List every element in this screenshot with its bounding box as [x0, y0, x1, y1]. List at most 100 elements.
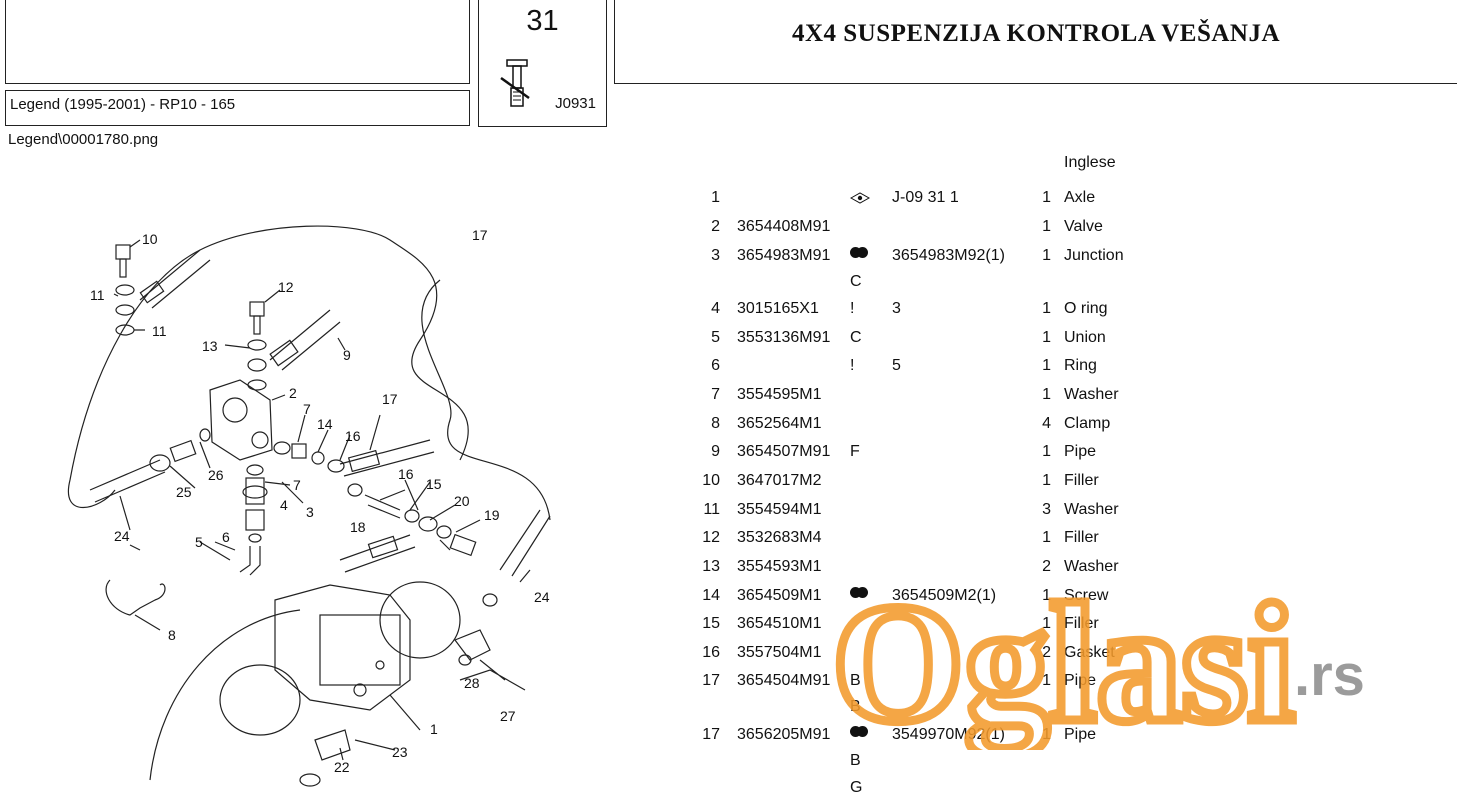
- part-subcode: B: [850, 698, 861, 715]
- part-code: 3656205M91: [737, 726, 831, 743]
- part-quantity: 1: [1042, 529, 1051, 546]
- callout-number: 3: [306, 504, 314, 520]
- part-description: Valve: [1064, 218, 1103, 235]
- part-index: 14: [702, 587, 720, 604]
- callout-number: 22: [334, 759, 350, 775]
- part-quantity: 1: [1042, 443, 1051, 460]
- part-quantity: 1: [1042, 357, 1051, 374]
- part-reference: 3654983M92(1): [892, 247, 1005, 264]
- part-description: Clamp: [1064, 415, 1111, 432]
- part-symbol: !: [850, 300, 855, 317]
- part-quantity: 3: [1042, 501, 1051, 518]
- part-index: 10: [702, 472, 720, 489]
- part-quantity: 1: [1042, 615, 1051, 632]
- part-reference: J-09 31 1: [892, 189, 959, 206]
- callout-number: 17: [382, 391, 398, 407]
- part-description: Washer: [1064, 501, 1119, 518]
- part-index: 4: [711, 300, 720, 317]
- page-title: 4X4 SUSPENZIJA KONTROLA VEŠANJA: [791, 20, 1281, 47]
- callout-number: 1: [430, 721, 438, 737]
- part-index: 9: [711, 443, 720, 460]
- part-index: 17: [702, 672, 720, 689]
- part-code: 3647017M2: [737, 472, 822, 489]
- callout-number: 24: [114, 528, 130, 544]
- part-symbol: !: [850, 357, 855, 374]
- callout-number: 14: [317, 416, 333, 432]
- callout-number: 23: [392, 744, 408, 760]
- part-quantity: 1: [1042, 587, 1051, 604]
- callout-number: 11: [152, 323, 167, 339]
- part-index: 17: [702, 726, 720, 743]
- part-index: 13: [702, 558, 720, 575]
- watermark-suffix: .rs: [1294, 643, 1365, 708]
- part-description: Pipe: [1064, 726, 1097, 743]
- language-label: Inglese: [1064, 154, 1116, 171]
- model-text: Legend (1995-2001) - RP10 - 165: [10, 96, 236, 113]
- part-index: 11: [703, 501, 720, 518]
- model-label: Legend (1995-2001) - RP10 - 165: [5, 90, 470, 126]
- page-number: 31: [526, 5, 559, 37]
- callout-number: 6: [222, 529, 230, 545]
- part-description: Pipe: [1064, 672, 1097, 689]
- part-code: 3654983M91: [737, 247, 831, 264]
- callout-number: 13: [202, 338, 218, 354]
- part-index: 15: [702, 615, 720, 632]
- part-code: 3654507M91: [737, 443, 831, 460]
- part-code: 3554595M1: [737, 386, 822, 403]
- title-box: 4X4 SUSPENZIJA KONTROLA VEŠANJA: [614, 0, 1457, 84]
- page-number-box: 31 J0931: [478, 0, 607, 127]
- callout-number: 16: [398, 466, 414, 482]
- part-code: 3532683M4: [737, 529, 822, 546]
- part-reference: 3654509M2(1): [892, 587, 997, 604]
- callout-number: 27: [500, 708, 516, 724]
- part-quantity: 1: [1042, 189, 1051, 206]
- callout-number: 9: [343, 347, 351, 363]
- oglasi-watermark: Oglasi .rs: [832, 585, 1365, 750]
- part-quantity: 2: [1042, 644, 1051, 661]
- callout-number: 16: [345, 428, 361, 444]
- file-name: Legend\00001780.png: [8, 131, 159, 148]
- part-symbol: F: [850, 443, 860, 460]
- callout-number: 20: [454, 493, 470, 509]
- part-subcode: G: [850, 779, 863, 796]
- part-quantity: 1: [1042, 300, 1051, 317]
- part-code: 3654504M91: [737, 672, 831, 689]
- part-index: 3: [711, 247, 720, 264]
- part-reference: 5: [892, 357, 901, 374]
- part-description: Washer: [1064, 558, 1119, 575]
- part-index: 5: [711, 329, 720, 346]
- part-quantity: 1: [1042, 726, 1051, 743]
- callout-number: 8: [168, 627, 176, 643]
- part-code: 3554593M1: [737, 558, 822, 575]
- part-index: 1: [711, 189, 720, 206]
- part-description: Junction: [1064, 247, 1124, 264]
- part-description: Union: [1064, 329, 1106, 346]
- header-blank-box: [5, 0, 470, 84]
- part-index: 16: [702, 644, 720, 661]
- callout-number: 12: [278, 279, 294, 295]
- callout-number: 19: [484, 507, 500, 523]
- part-quantity: 1: [1042, 386, 1051, 403]
- part-description: Axle: [1064, 189, 1096, 206]
- part-description: Washer: [1064, 386, 1119, 403]
- part-quantity: 1: [1042, 472, 1051, 489]
- part-index: 8: [711, 415, 720, 432]
- part-index: 7: [711, 386, 720, 403]
- part-quantity: 1: [1042, 329, 1051, 346]
- part-index: 2: [711, 218, 720, 235]
- callout-number: 11: [90, 287, 105, 303]
- callout-number: 18: [350, 519, 366, 535]
- part-code: 3654509M1: [737, 587, 822, 604]
- part-code: 3557504M1: [737, 644, 822, 661]
- part-reference: 3549970M92(1): [892, 726, 1005, 743]
- part-description: Filler: [1064, 615, 1099, 632]
- page-code: J0931: [555, 95, 596, 112]
- part-description: O ring: [1064, 300, 1108, 317]
- part-description: Ring: [1064, 357, 1097, 374]
- callout-number: 24: [534, 589, 550, 605]
- callout-number: 26: [208, 467, 224, 483]
- part-reference: 3: [892, 300, 901, 317]
- part-symbol: B: [850, 672, 861, 689]
- part-code: 3654510M1: [737, 615, 822, 632]
